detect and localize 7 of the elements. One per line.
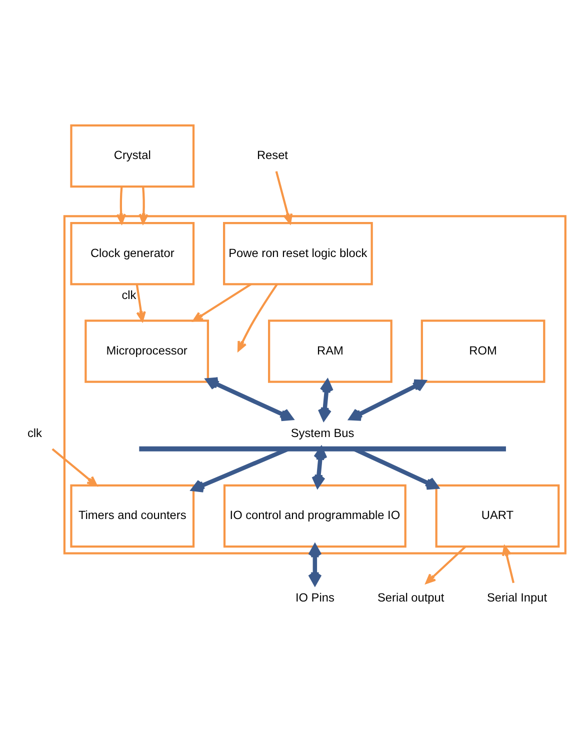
node-text: Reset — [256, 148, 288, 162]
node-text: Serial Input — [486, 590, 548, 604]
node-text: System Bus — [290, 425, 354, 440]
node-text: clk — [27, 425, 42, 440]
edge-label: clk — [122, 288, 136, 302]
node-text: Serial output — [378, 590, 444, 604]
node-text: IO Pins — [295, 590, 334, 604]
